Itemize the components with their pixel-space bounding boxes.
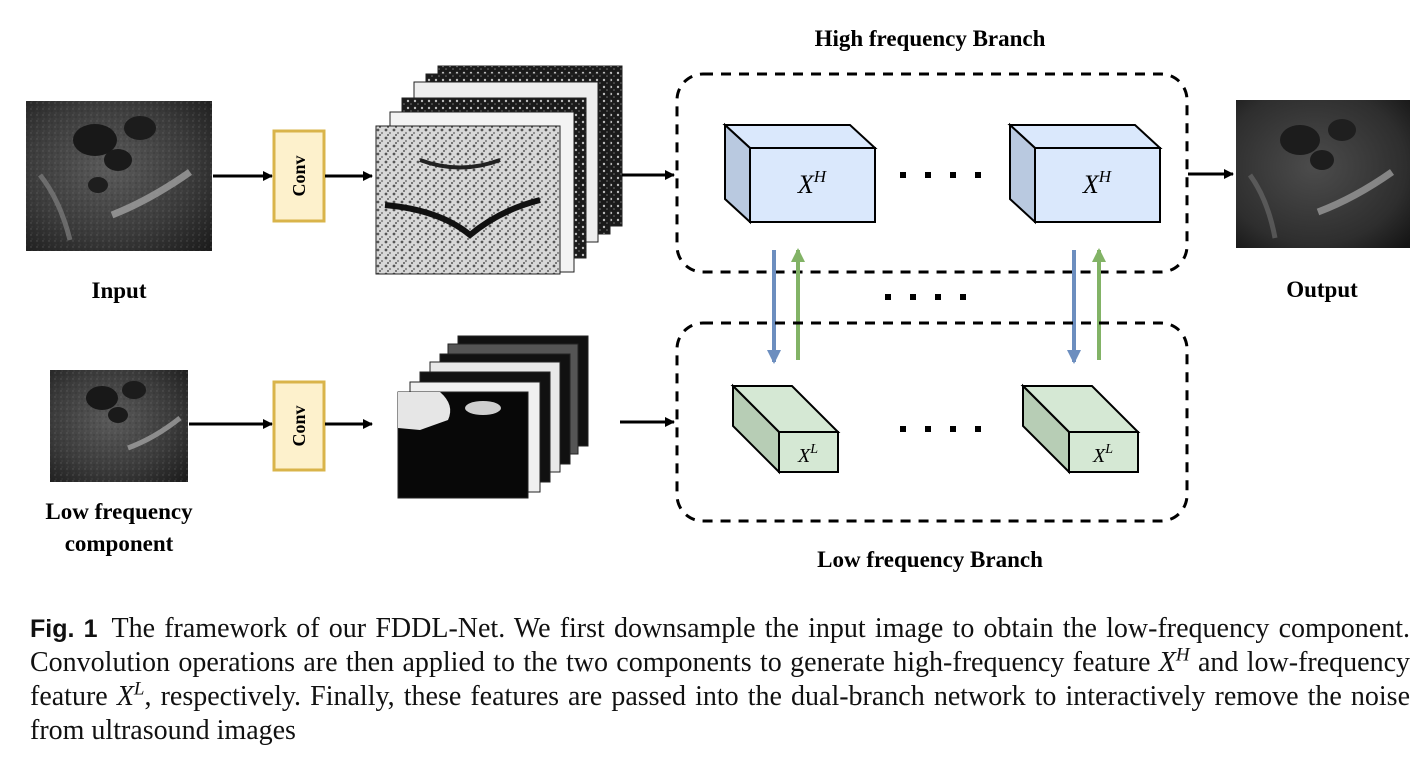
svg-text:XL: XL <box>1092 442 1113 467</box>
caption-part-3: , respectively. Finally, these features … <box>30 681 1410 746</box>
diagram-canvas: High frequency Branch Input Conv <box>26 26 1410 572</box>
high-feature-block-1: XH <box>722 122 878 225</box>
conv-label-bottom: Conv <box>289 405 309 446</box>
high-feature-block-2: XH <box>1007 122 1163 225</box>
low-frequency-feature-maps <box>397 335 589 499</box>
xl-sup-2: L <box>1104 442 1113 457</box>
low-branch-title: Low frequency Branch <box>817 547 1043 572</box>
input-image <box>26 101 212 251</box>
low-feature-block-2: XL <box>1020 383 1141 475</box>
conv-label-top: Conv <box>289 155 309 196</box>
xl-base-1: X <box>797 445 811 467</box>
output-label: Output <box>1286 277 1358 302</box>
xh-base-1: X <box>797 170 815 199</box>
svg-text:XH: XH <box>797 167 828 199</box>
low-freq-label-line2: component <box>65 531 174 556</box>
conv-block-bottom: Conv <box>272 380 326 472</box>
caption-part-1: The framework of our FDDL-Net. We first … <box>30 613 1410 678</box>
input-label: Input <box>92 278 147 303</box>
xl-sup-1: L <box>809 442 818 457</box>
high-branch-title: High frequency Branch <box>815 26 1046 51</box>
low-feature-block-1: XL <box>730 383 841 475</box>
high-branch-ellipsis <box>900 172 981 178</box>
low-frequency-image <box>50 370 188 482</box>
low-freq-label-line1: Low frequency <box>45 499 193 524</box>
conv-block-top: Conv <box>272 129 326 223</box>
low-branch-ellipsis <box>900 426 981 432</box>
svg-text:XL: XL <box>797 442 818 467</box>
figure-label: Fig. 1 <box>30 615 98 643</box>
caption-var-xh: XH <box>1158 644 1190 678</box>
output-image <box>1236 100 1410 248</box>
framework-diagram: High frequency Branch Input Conv <box>26 26 1410 572</box>
caption-var-xl: XL <box>116 678 145 712</box>
svg-text:XH: XH <box>1082 167 1113 199</box>
xl-base-2: X <box>1092 445 1106 467</box>
xh-sup-1: H <box>813 167 828 186</box>
between-branches-ellipsis <box>885 294 966 300</box>
xh-base-2: X <box>1082 170 1100 199</box>
xh-sup-2: H <box>1098 167 1113 186</box>
caption-part-2: and low-frequency feature <box>30 647 1410 712</box>
high-frequency-feature-maps <box>375 65 623 275</box>
